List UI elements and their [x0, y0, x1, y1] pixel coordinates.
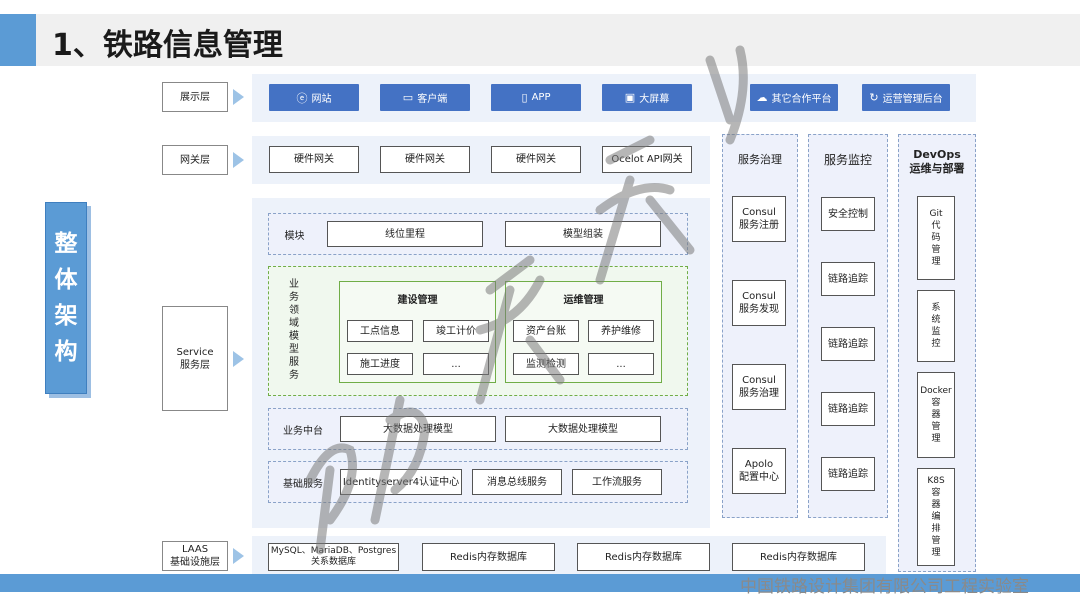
button-label: 客户端 — [417, 94, 448, 105]
button-label: 运营管理后台 — [882, 94, 943, 105]
layer-label-presentation: 展示层 — [162, 82, 228, 112]
side-title-char: 架 — [54, 303, 78, 329]
arrow-icon — [233, 152, 244, 168]
gateway-box-ocelot: Ocelot API网关 — [602, 146, 692, 173]
side-title: 整体架构 — [45, 202, 87, 394]
arrow-icon — [233, 548, 244, 564]
infra-box-redis: Redis内存数据库 — [422, 543, 555, 571]
base-service-box: 消息总线服务 — [472, 469, 562, 495]
module-label: 模块 — [284, 230, 305, 242]
gateway-box: 硬件网关 — [269, 146, 359, 173]
arrow-icon — [233, 351, 244, 367]
domain-box: ... — [588, 353, 654, 375]
gateway-box: 硬件网关 — [491, 146, 581, 173]
group-title: 建设管理 — [397, 294, 438, 306]
devops-box: Docker 容 器 管 理 — [917, 372, 955, 458]
base-service-box: 工作流服务 — [572, 469, 662, 495]
side-title-char: 构 — [54, 339, 78, 365]
button-label: 其它合作平台 — [771, 94, 832, 105]
infra-box-relational-db: MySQL、MariaDB、Postgres 关系数据库 — [268, 543, 399, 571]
presentation-admin-button[interactable]: ↻运营管理后台 — [862, 84, 950, 111]
module-box: 线位里程 — [327, 221, 483, 247]
layer-label-gateway: 网关层 — [162, 145, 228, 175]
monitoring-box: 链路追踪 — [821, 392, 875, 426]
monitor-icon: ▭ — [402, 91, 414, 104]
arrow-icon — [233, 89, 244, 105]
module-box: 模型组装 — [505, 221, 661, 247]
monitoring-box: 链路追踪 — [821, 262, 875, 296]
monitoring-box: 链路追踪 — [821, 327, 875, 361]
title-bar — [0, 14, 1080, 66]
domain-box: 工点信息 — [347, 320, 413, 342]
monitoring-box: 链路追踪 — [821, 457, 875, 491]
presentation-partner-button[interactable]: ☁其它合作平台 — [750, 84, 838, 111]
presentation-app-button[interactable]: ▯APP — [491, 84, 581, 111]
page-title: 1、铁路信息管理 — [52, 28, 283, 63]
devops-box: Git 代 码 管 理 — [917, 196, 955, 280]
governance-box: Consul 服务注册 — [732, 196, 786, 242]
watermark-stamp — [305, 45, 748, 555]
side-title-char: 体 — [54, 267, 78, 293]
layer-label-infra: LAAS 基础设施层 — [162, 541, 228, 571]
button-label: 网站 — [311, 94, 332, 105]
button-label: 大屏幕 — [639, 94, 670, 105]
devops-box: 系 统 监 控 — [917, 290, 955, 362]
title-accent — [0, 14, 36, 66]
side-title-char: 整 — [54, 231, 78, 257]
ie-icon: ⓔ — [296, 91, 308, 105]
governance-box: Apolo 配置中心 — [732, 448, 786, 494]
presentation-client-button[interactable]: ▭客户端 — [380, 84, 470, 111]
layer-label-service: Service 服务层 — [162, 306, 228, 411]
cycle-icon: ↻ — [869, 91, 879, 104]
presentation-bigscreen-button[interactable]: ▣大屏幕 — [602, 84, 692, 111]
domain-label: 业 务 领 域 模 型 服 务 — [289, 279, 299, 381]
monitoring-title: 服务监控 — [823, 153, 872, 167]
infra-box-redis: Redis内存数据库 — [732, 543, 865, 571]
middle-platform-box: 大数据处理模型 — [505, 416, 661, 442]
button-label: APP — [531, 92, 551, 103]
domain-box: 养护维修 — [588, 320, 654, 342]
middle-platform-label: 业务中台 — [283, 425, 323, 437]
monitoring-box: 安全控制 — [821, 197, 875, 231]
gateway-box: 硬件网关 — [380, 146, 470, 173]
devops-box: K8S 容 器 编 排 管 理 — [917, 468, 955, 566]
governance-box: Consul 服务发现 — [732, 280, 786, 326]
governance-title: 服务治理 — [738, 153, 782, 166]
base-services-label: 基础服务 — [283, 478, 323, 490]
phone-icon: ▯ — [521, 91, 528, 104]
domain-box: 竣工计价 — [423, 320, 489, 342]
group-title: 运维管理 — [563, 294, 604, 306]
screen-icon: ▣ — [624, 91, 636, 104]
footer-text: 中国铁路设计集团有限公司工程实验室 — [740, 577, 1029, 597]
domain-box: 施工进度 — [347, 353, 413, 375]
bottom-bar — [0, 574, 1080, 592]
governance-box: Consul 服务治理 — [732, 364, 786, 410]
infra-box-redis: Redis内存数据库 — [577, 543, 710, 571]
cloud-icon: ☁ — [756, 91, 768, 104]
devops-title: DevOps 运维与部署 — [909, 148, 965, 175]
